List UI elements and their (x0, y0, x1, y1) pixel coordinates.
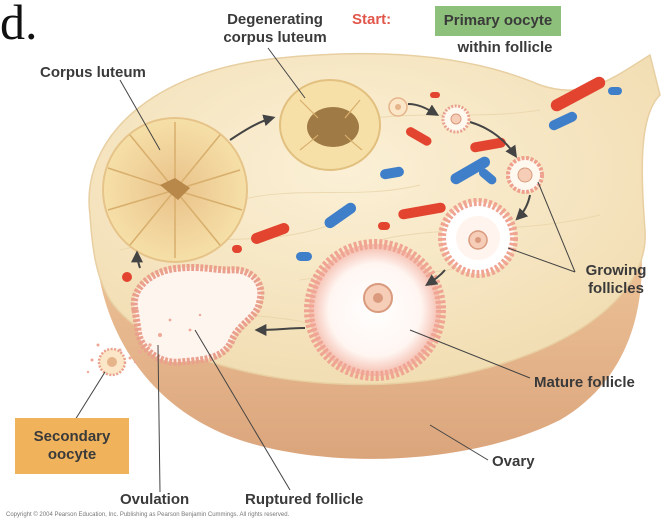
primary-follicle (389, 98, 407, 116)
degenerating-corpus-luteum (280, 80, 380, 170)
label-ovary: Ovary (492, 453, 535, 471)
growing-follicle-large (442, 202, 514, 274)
artery (232, 245, 242, 253)
growing-follicle (508, 158, 542, 192)
label-within-follicle: within follicle (435, 39, 575, 57)
label-primary-oocyte: Primary oocyte (435, 12, 561, 30)
vein (608, 87, 622, 95)
label-degenerating-corpus-luteum: Degenerating corpus luteum (200, 11, 350, 47)
label-mature-follicle: Mature follicle (534, 374, 635, 392)
label-start: Start: (352, 11, 391, 29)
vein (296, 252, 312, 261)
corpus-luteum (103, 118, 247, 262)
label-growing-follicles: Growing follicles (572, 262, 660, 298)
small-growing-follicle (443, 106, 469, 132)
label-ovulation: Ovulation (120, 491, 189, 509)
label-corpus-luteum: Corpus luteum (40, 64, 146, 82)
figure-letter: d. (0, 0, 38, 52)
artery (378, 222, 390, 230)
secondary-oocyte (99, 349, 125, 375)
copyright-notice: Copyright © 2004 Pearson Education, Inc.… (6, 512, 289, 518)
artery (122, 272, 132, 282)
label-secondary-oocyte: Secondary oocyte (15, 428, 129, 464)
label-ruptured-follicle: Ruptured follicle (245, 491, 363, 509)
mature-follicle (309, 244, 441, 376)
artery (430, 92, 440, 98)
